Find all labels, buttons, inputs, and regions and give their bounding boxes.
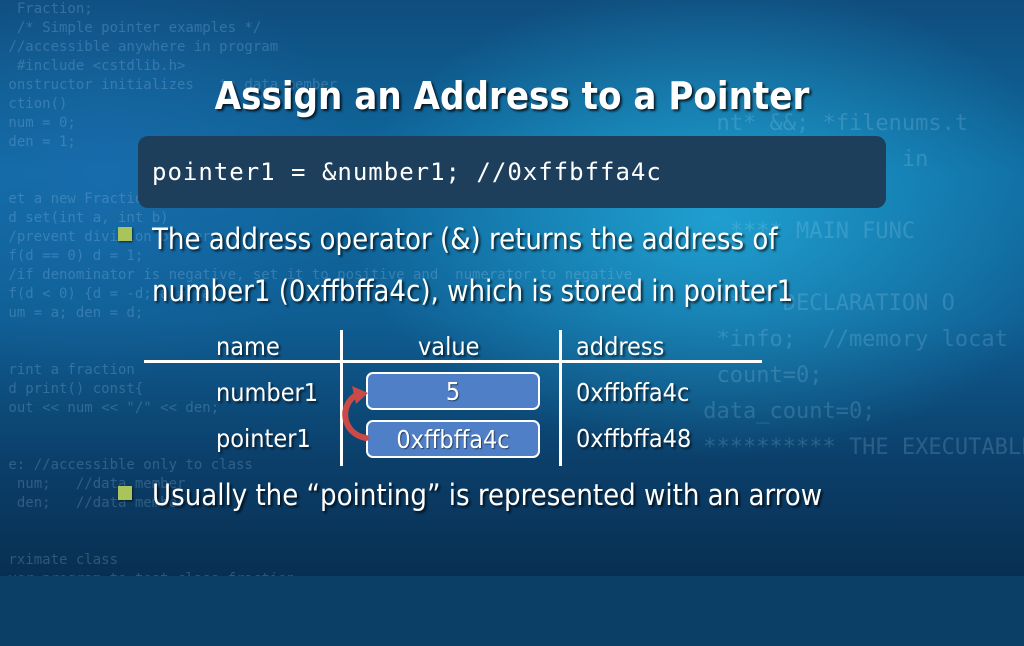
background [0, 0, 1024, 576]
header-name: name [216, 332, 280, 361]
header-value: value [418, 332, 480, 361]
slide-title: Assign an Address to a Pointer [214, 74, 810, 118]
row-1-value-box: 5 [366, 372, 540, 410]
row-2-address: 0xffbffa48 [576, 424, 692, 453]
bullet-1-line-1: The address operator (&) returns the add… [152, 222, 778, 256]
row-1-address: 0xffbffa4c [576, 378, 690, 407]
bullet-1-line-2: number1 (0xffbffa4c), which is stored in… [152, 274, 794, 308]
background-code-texture-right: nt* &&; *filenums.t struct x[ ], in ****… [703, 111, 1024, 460]
row-1-name: number1 [216, 378, 319, 407]
row-2-name: pointer1 [216, 424, 311, 453]
bullet-2-line-1: Usually the “pointing” is represented wi… [152, 478, 823, 512]
pointer-arrow-icon [342, 386, 369, 441]
table-column-divider-1 [340, 330, 343, 466]
bullet-marker [118, 486, 132, 500]
table-column-divider-2 [559, 330, 562, 466]
header-address: address [576, 332, 665, 361]
code-snippet: pointer1 = &number1; //0xffbffa4c [152, 158, 662, 186]
code-snippet-box: pointer1 = &number1; //0xffbffa4c [138, 136, 886, 208]
bullet-marker [118, 227, 132, 241]
row-2-value-box: 0xffbffa4c [366, 420, 540, 458]
background-code-texture: Fraction; /* Simple pointer examples */ … [8, 1, 633, 576]
table-header-divider [144, 360, 762, 363]
